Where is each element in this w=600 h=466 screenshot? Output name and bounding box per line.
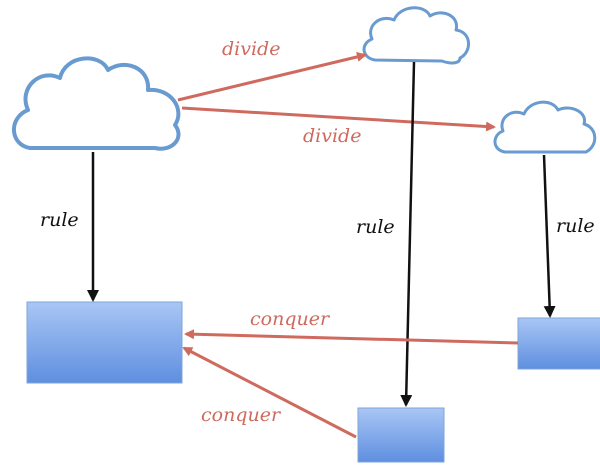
result-box-right <box>517 317 600 370</box>
label-rule-middle: rule <box>356 216 395 238</box>
conquer-arrow-top <box>184 329 519 345</box>
cloud-medium-top <box>362 6 470 65</box>
label-divide-top: divide <box>222 38 280 60</box>
divide-arrow-bottom <box>181 106 496 132</box>
cloud-large-left <box>12 56 181 151</box>
label-conquer-bottom: conquer <box>201 404 282 426</box>
conquer-arrow-bottom <box>182 346 357 439</box>
rule-arrow-middle <box>400 61 416 407</box>
rule-arrow-right <box>542 154 556 318</box>
divide-arrow-top <box>177 52 367 102</box>
result-box-left <box>26 301 183 384</box>
label-divide-bottom: divide <box>303 125 361 147</box>
label-rule-right: rule <box>556 215 595 237</box>
cloud-small-right <box>493 100 597 154</box>
label-rule-left: rule <box>40 209 79 231</box>
label-conquer-top: conquer <box>250 308 331 330</box>
result-box-bottom <box>357 407 445 463</box>
